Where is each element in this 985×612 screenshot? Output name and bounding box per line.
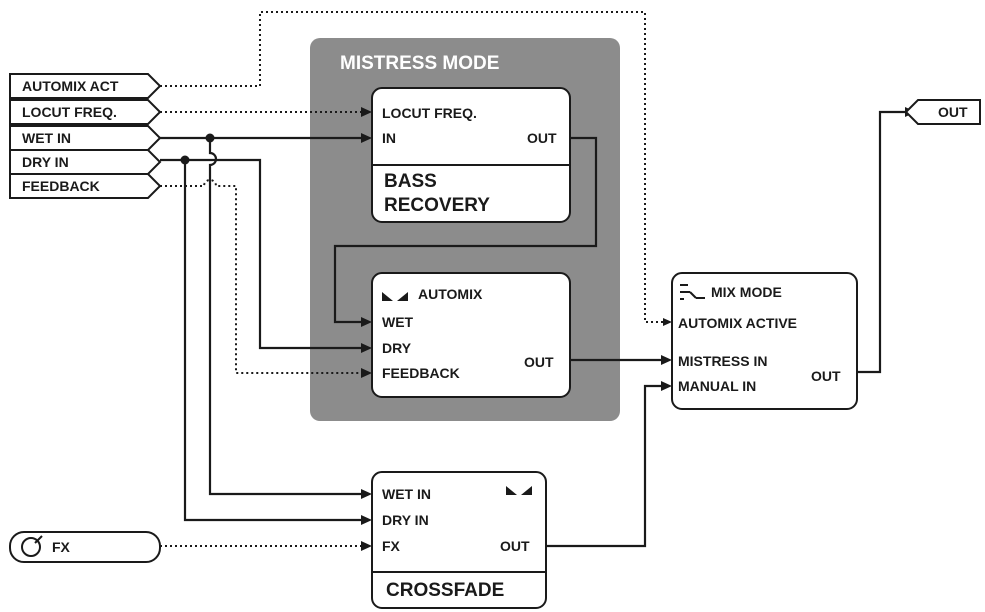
junction-dot bbox=[180, 155, 190, 165]
wire-dry-in bbox=[160, 158, 362, 350]
wire-feedback bbox=[160, 179, 362, 374]
wire-automix-act bbox=[160, 11, 664, 323]
arrowhead bbox=[361, 317, 372, 327]
automix-block[interactable]: AUTOMIX WET DRY FEEDBACK OUT bbox=[371, 272, 571, 398]
svg-text:FEEDBACK: FEEDBACK bbox=[22, 178, 100, 194]
svg-text:WET IN: WET IN bbox=[22, 130, 71, 146]
port-fx: FX bbox=[382, 538, 401, 554]
input-tag-locut-freq[interactable]: LOCUT FREQ. bbox=[9, 99, 162, 125]
block-title: MIX MODE bbox=[711, 284, 782, 300]
mix-mode-block[interactable]: MIX MODE AUTOMIX ACTIVE MISTRESS IN MANU… bbox=[671, 272, 858, 410]
wire-crossfade-out bbox=[546, 384, 662, 548]
svg-text:OUT: OUT bbox=[938, 104, 968, 120]
port-in: IN bbox=[382, 130, 396, 146]
svg-text:DRY IN: DRY IN bbox=[22, 154, 69, 170]
fx-input[interactable]: FX bbox=[9, 531, 161, 563]
junction-dot bbox=[205, 133, 215, 143]
port-locut-freq: LOCUT FREQ. bbox=[382, 105, 477, 121]
port-out: OUT bbox=[527, 130, 557, 146]
output-tag[interactable]: OUT bbox=[904, 99, 981, 125]
wire-dry-crossfade bbox=[183, 160, 362, 522]
input-tag-feedback[interactable]: FEEDBACK bbox=[9, 173, 162, 199]
input-tag-wet-in[interactable]: WET IN bbox=[9, 125, 162, 151]
svg-text:AUTOMIX ACT: AUTOMIX ACT bbox=[22, 78, 119, 94]
automix-icon bbox=[382, 292, 408, 301]
port-out: OUT bbox=[524, 354, 554, 370]
svg-text:FX: FX bbox=[52, 539, 71, 555]
port-out: OUT bbox=[811, 368, 841, 384]
port-dry-in: DRY IN bbox=[382, 512, 429, 528]
crossfade-icon bbox=[506, 486, 532, 495]
block-title: BASS bbox=[384, 171, 437, 192]
arrowhead bbox=[361, 343, 372, 353]
knob-icon bbox=[21, 535, 43, 557]
arrowhead bbox=[361, 541, 372, 551]
arrowhead bbox=[661, 355, 672, 365]
port-dry: DRY bbox=[382, 340, 412, 356]
arrowhead bbox=[661, 381, 672, 391]
arrowhead bbox=[361, 489, 372, 499]
port-out: OUT bbox=[500, 538, 530, 554]
bass-recovery-block[interactable]: LOCUT FREQ. IN OUT BASS RECOVERY bbox=[371, 87, 571, 223]
wire-bass-to-automix bbox=[333, 136, 598, 324]
arrowhead bbox=[361, 107, 372, 117]
arrowhead bbox=[361, 133, 372, 143]
port-manual-in: MANUAL IN bbox=[678, 378, 756, 394]
switch-icon bbox=[680, 284, 705, 300]
port-mistress-in: MISTRESS IN bbox=[678, 353, 767, 369]
crossfade-block[interactable]: WET IN DRY IN FX OUT CROSSFADE bbox=[371, 471, 547, 609]
port-wet-in: WET IN bbox=[382, 486, 431, 502]
port-wet: WET bbox=[382, 314, 414, 330]
arrowhead bbox=[663, 318, 672, 326]
mistress-mode-label: MISTRESS MODE bbox=[340, 53, 499, 74]
arrowhead bbox=[361, 515, 372, 525]
block-title: AUTOMIX bbox=[418, 286, 483, 302]
input-tag-dry-in[interactable]: DRY IN bbox=[9, 149, 162, 175]
svg-text:LOCUT FREQ.: LOCUT FREQ. bbox=[22, 104, 117, 120]
block-title: CROSSFADE bbox=[386, 580, 504, 601]
block-title: RECOVERY bbox=[384, 195, 490, 216]
port-feedback: FEEDBACK bbox=[382, 365, 460, 381]
arrowhead bbox=[361, 368, 372, 378]
input-tag-automix-act[interactable]: AUTOMIX ACT bbox=[9, 73, 162, 99]
wire-mixmode-out bbox=[857, 110, 906, 374]
port-automix-active: AUTOMIX ACTIVE bbox=[678, 315, 797, 331]
